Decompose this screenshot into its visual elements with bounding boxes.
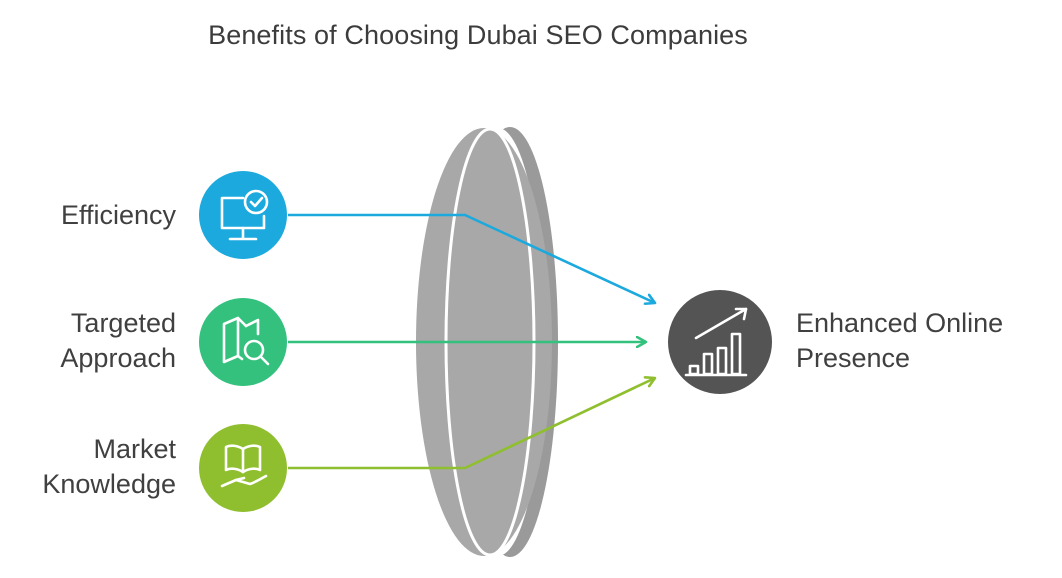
label-targeted-approach: Targeted Approach: [60, 308, 176, 373]
map-search-icon: [222, 316, 270, 366]
growth-chart-icon: [684, 307, 748, 377]
label-market-knowledge: Market Knowledge: [42, 434, 176, 499]
book-hand-icon: [220, 444, 268, 488]
node-enhanced-online-presence: [668, 290, 772, 394]
node-targeted-approach: [199, 298, 287, 386]
connector-efficiency: [288, 213, 655, 303]
diagram-title: Benefits of Choosing Dubai SEO Companies: [208, 20, 748, 50]
monitor-check-icon: [220, 189, 269, 241]
node-efficiency: [199, 171, 287, 259]
connector-market-knowledge: [288, 378, 655, 470]
node-market-knowledge: [199, 424, 287, 512]
label-efficiency: Efficiency: [60, 200, 176, 230]
label-enhanced-online-presence: Enhanced Online Presence: [796, 308, 1004, 373]
